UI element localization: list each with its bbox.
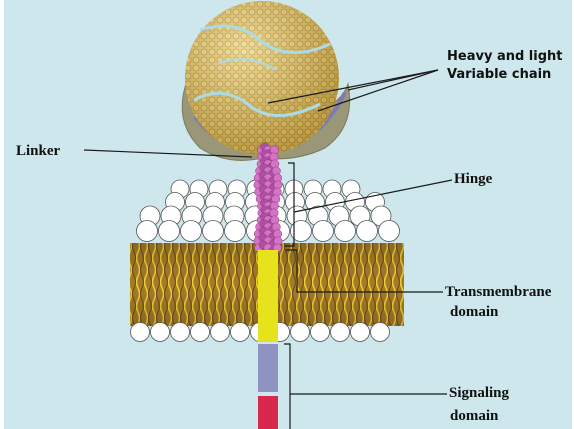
lipid-head	[371, 323, 390, 342]
lipid-head	[225, 221, 246, 242]
signaling-domain-lower	[258, 396, 278, 429]
lipid-head	[379, 221, 400, 242]
label-transmembrane: Transmembrane	[445, 283, 551, 301]
label-transmembrane-domain: domain	[450, 303, 498, 321]
lipid-head	[171, 323, 190, 342]
signaling-domain-upper	[258, 344, 278, 392]
lipid-head	[151, 323, 170, 342]
lipid-head	[331, 323, 350, 342]
lipid-head	[159, 221, 180, 242]
label-signaling-domain: domain	[450, 407, 498, 425]
lipid-head	[335, 221, 356, 242]
lipid-head	[351, 323, 370, 342]
lipid-head	[131, 323, 150, 342]
lipid-head	[137, 221, 158, 242]
lipid-head	[203, 221, 224, 242]
lipid-head	[311, 323, 330, 342]
lipid-head	[291, 323, 310, 342]
lipid-head	[181, 221, 202, 242]
label-variable-chain: Variable chain	[447, 66, 551, 83]
label-signaling: Signaling	[449, 384, 509, 402]
lipid-head	[211, 323, 230, 342]
label-heavy-light: Heavy and light	[447, 48, 563, 65]
transmembrane-domain	[258, 250, 278, 342]
label-hinge: Hinge	[454, 170, 492, 188]
lipid-head	[191, 323, 210, 342]
lipid-head	[313, 221, 334, 242]
label-linker: Linker	[16, 142, 60, 160]
lipid-head	[357, 221, 378, 242]
lipid-head	[231, 323, 250, 342]
